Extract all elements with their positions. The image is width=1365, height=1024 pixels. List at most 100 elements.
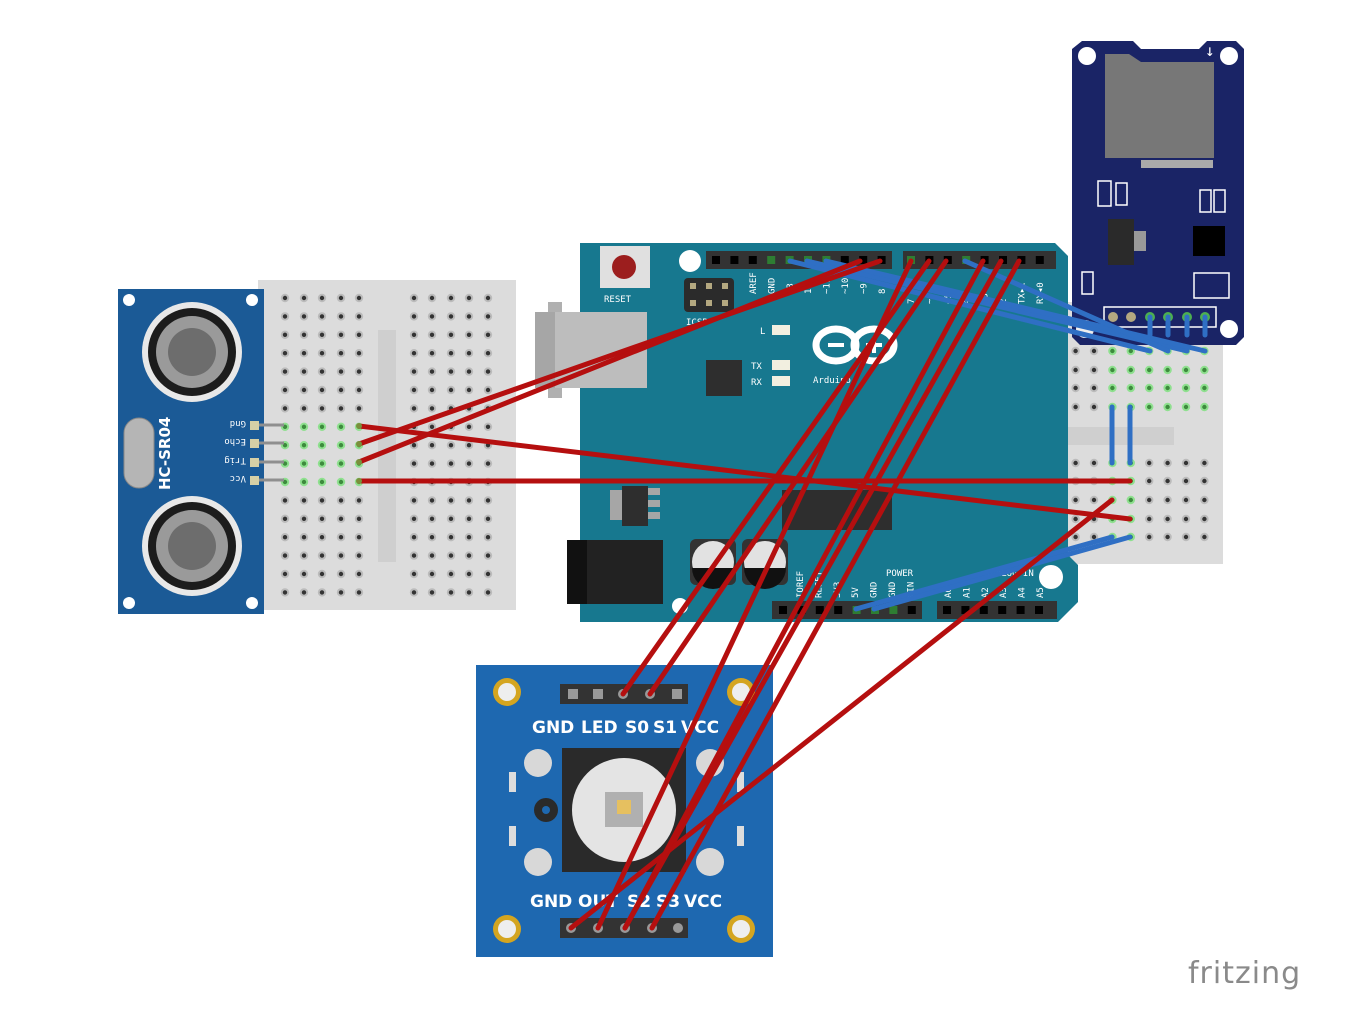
breadboard-hole[interactable] [483,349,493,358]
breadboard-hole[interactable] [317,385,327,395]
breadboard-hole[interactable] [409,385,419,395]
breadboard-hole[interactable] [446,533,456,542]
breadboard-hole[interactable] [483,588,493,597]
breadboard-hole[interactable] [317,367,327,376]
breadboard-hole[interactable] [317,551,327,560]
analog-header[interactable] [937,601,1057,619]
breadboard-hole[interactable] [464,312,474,321]
breadboard-hole[interactable] [336,422,346,431]
breadboard-hole[interactable] [1126,383,1136,393]
breadboard-hole[interactable] [317,312,327,321]
header-pin[interactable] [943,606,951,614]
header-pin[interactable] [979,606,988,614]
breadboard-hole[interactable] [409,569,419,579]
breadboard-hole[interactable] [317,588,327,597]
breadboard-hole[interactable] [464,367,474,376]
breadboard-hole[interactable] [1163,383,1172,393]
breadboard-hole[interactable] [1200,458,1209,468]
breadboard-hole[interactable] [336,404,346,413]
wire-d13-sd[interactable] [787,258,1153,354]
breadboard-hole[interactable] [299,349,309,358]
header-pin[interactable] [907,606,916,614]
reset-button[interactable]: RESET [600,246,650,305]
breadboard-hole[interactable] [1181,532,1191,542]
wire-hc-gnd[interactable] [356,423,1133,522]
wire-hc-echo[interactable] [356,258,883,447]
breadboard-hole[interactable] [483,367,493,376]
breadboard-hole[interactable] [1126,495,1136,505]
breadboard-hole[interactable] [1163,458,1172,468]
breadboard-hole[interactable] [317,441,327,450]
breadboard-hole[interactable] [427,422,437,431]
breadboard-hole[interactable] [354,533,364,542]
breadboard-hole[interactable] [1089,402,1099,412]
breadboard-hole[interactable] [1145,365,1154,375]
breadboard-hole[interactable] [1181,402,1191,412]
breadboard-hole[interactable] [336,477,346,487]
wire-d4-sd[interactable] [962,258,1171,354]
breadboard-hole[interactable] [483,551,493,560]
breadboard-hole[interactable] [299,312,309,321]
breadboard-hole[interactable] [464,459,474,468]
breadboard-hole[interactable] [1200,532,1209,542]
header-pin[interactable] [1035,256,1044,264]
breadboard-hole[interactable] [1071,402,1080,412]
breadboard-hole[interactable] [336,533,346,542]
breadboard-hole[interactable] [280,551,290,560]
breadboard-hole[interactable] [317,459,327,468]
breadboard-hole[interactable] [336,349,346,358]
breadboard-hole[interactable] [483,330,493,339]
breadboard-hole[interactable] [483,385,493,395]
breadboard-hole[interactable] [1145,495,1154,505]
breadboard-hole[interactable] [336,312,346,321]
breadboard-hole[interactable] [446,293,456,303]
breadboard-hole[interactable] [427,404,437,413]
breadboard-hole[interactable] [409,533,419,542]
breadboard-hole[interactable] [299,385,309,395]
breadboard-hole[interactable] [1071,383,1080,393]
header-pin[interactable] [1016,606,1025,614]
breadboard-hole[interactable] [1145,514,1154,524]
breadboard-hole[interactable] [1200,383,1209,393]
breadboard-hole[interactable] [299,441,309,450]
breadboard-hole[interactable] [1181,383,1191,393]
red-wires[interactable] [356,258,1133,931]
breadboard-hole[interactable] [354,551,364,560]
breadboard-hole[interactable] [483,459,493,468]
breadboard-hole[interactable] [1145,532,1154,542]
breadboard-hole[interactable] [354,496,364,505]
breadboard-hole[interactable] [446,367,456,376]
breadboard-hole[interactable] [409,588,419,597]
blue-wires[interactable] [787,258,1208,612]
breadboard-hole[interactable] [464,422,474,431]
breadboard-hole[interactable] [1145,458,1154,468]
breadboard-hole[interactable] [280,569,290,579]
wire-out[interactable] [595,258,914,931]
breadboard-hole[interactable] [483,533,493,542]
breadboard-hole[interactable] [354,385,364,395]
breadboard-hole[interactable] [464,551,474,560]
breadboard-hole[interactable] [446,349,456,358]
breadboard-hole[interactable] [446,312,456,321]
breadboard-hole[interactable] [427,349,437,358]
breadboard-hole[interactable] [299,588,309,597]
breadboard-hole[interactable] [1145,402,1154,412]
breadboard-hole[interactable] [336,459,346,468]
breadboard-hole[interactable] [336,385,346,395]
breadboard-hole[interactable] [1108,346,1117,356]
breadboard-hole[interactable] [1071,346,1080,356]
breadboard-hole[interactable] [354,349,364,358]
breadboard-hole[interactable] [1200,495,1209,505]
breadboard-hole[interactable] [464,385,474,395]
sd-card-slot[interactable] [1105,54,1214,168]
breadboard-hole[interactable] [483,422,493,431]
header-pin[interactable] [815,606,824,614]
breadboard-hole[interactable] [317,349,327,358]
breadboard-hole[interactable] [427,330,437,339]
breadboard-hole[interactable] [409,496,419,505]
breadboard-hole[interactable] [354,330,364,339]
breadboard-hole[interactable] [464,514,474,523]
breadboard-hole[interactable] [299,459,309,468]
breadboard-hole[interactable] [464,496,474,505]
breadboard-hole[interactable] [336,569,346,579]
